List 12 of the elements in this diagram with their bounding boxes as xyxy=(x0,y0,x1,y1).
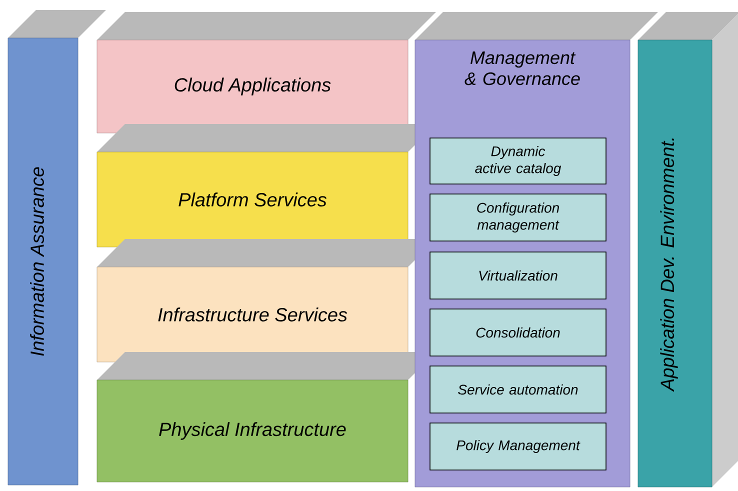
vertical-bar: Application Dev. Environment. xyxy=(638,12,738,488)
layer-box: Platform Services xyxy=(96,124,436,248)
function-box: Virtualization xyxy=(430,252,606,300)
function-box: Service automation xyxy=(430,366,606,414)
function-box: Configuration management xyxy=(430,194,606,242)
layer-box: Infrastructure Services xyxy=(96,239,436,362)
layer-box: Cloud Applications xyxy=(96,12,436,134)
function-box: Consolidation xyxy=(430,308,606,356)
function-box: Policy Management xyxy=(430,422,606,470)
layer-box: Physical Infrastructure xyxy=(96,352,436,482)
vertical-bar: Information Assurance xyxy=(8,10,106,486)
function-box: Dynamic active catalog xyxy=(430,138,606,184)
